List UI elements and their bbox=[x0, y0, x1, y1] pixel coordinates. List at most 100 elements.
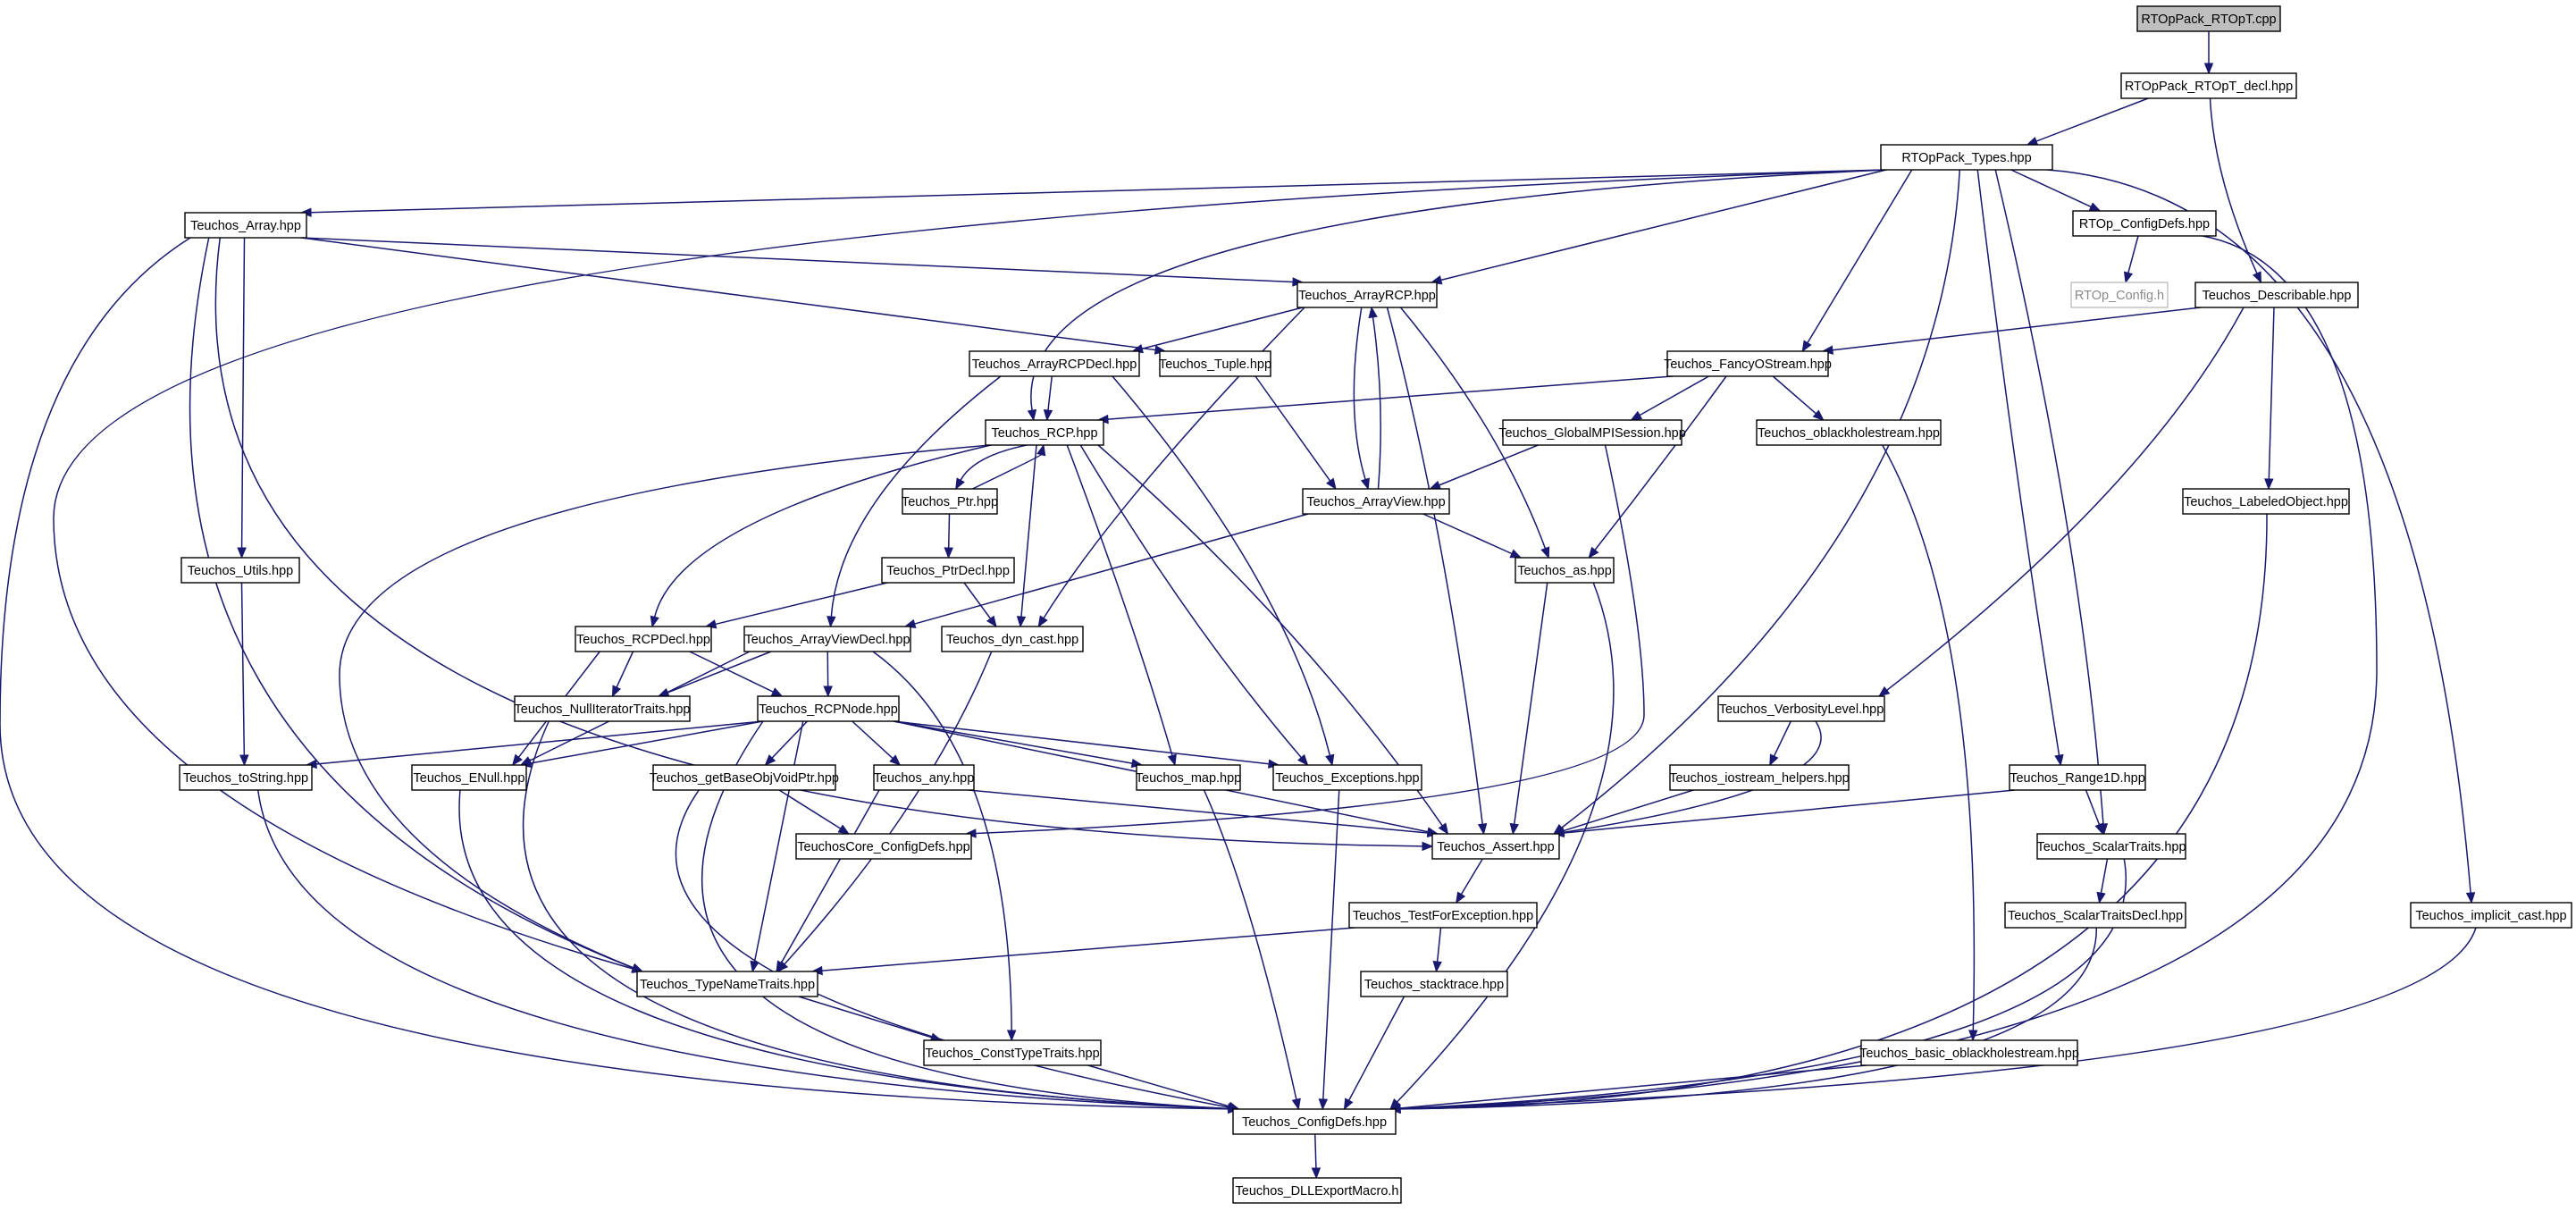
node-label: Teuchos_ScalarTraitsDecl.hpp bbox=[2008, 909, 2183, 923]
edge-line bbox=[1436, 927, 1442, 963]
dependency-edge bbox=[1389, 235, 2378, 1114]
arrowhead-icon bbox=[986, 615, 997, 628]
arrowhead-icon bbox=[2465, 892, 2476, 904]
file-node-rtop-configdefs[interactable]: RTOp_ConfigDefs.hpp bbox=[2072, 210, 2217, 237]
file-node-rcp[interactable]: Teuchos_RCP.hpp bbox=[985, 419, 1104, 446]
edge-line bbox=[963, 582, 992, 619]
file-node-basicoblack[interactable]: Teuchos_basic_oblackholestream.hpp bbox=[1859, 1039, 2079, 1066]
node-box bbox=[743, 626, 911, 652]
file-node-range1d[interactable]: Teuchos_Range1D.hpp bbox=[2009, 764, 2146, 791]
file-node-arrayviewdecl[interactable]: Teuchos_ArrayViewDecl.hpp bbox=[743, 626, 911, 652]
file-node-globalmpi[interactable]: Teuchos_GlobalMPISession.hpp bbox=[1498, 419, 1686, 446]
edge-line bbox=[1399, 858, 2127, 1110]
file-node-rtopt-cpp[interactable]: RTOpPack_RTOpT.cpp bbox=[2136, 5, 2281, 32]
edge-line bbox=[339, 444, 992, 969]
edge-line bbox=[1807, 169, 1913, 343]
file-node-getbaseobj[interactable]: Teuchos_getBaseObjVoidPtr.hpp bbox=[650, 764, 839, 791]
edge-line bbox=[530, 720, 764, 764]
dependency-edge bbox=[1552, 169, 1960, 835]
edge-line bbox=[1047, 375, 1053, 411]
edge-line bbox=[667, 651, 772, 694]
edge-line bbox=[1399, 307, 1547, 549]
arrowhead-icon bbox=[955, 477, 965, 491]
file-node-tostring[interactable]: Teuchos_toString.hpp bbox=[179, 764, 313, 791]
edge-line bbox=[715, 582, 888, 626]
node-box bbox=[652, 764, 836, 791]
file-node-assert[interactable]: Teuchos_Assert.hpp bbox=[1431, 833, 1560, 860]
file-node-consttype[interactable]: Teuchos_ConstTypeTraits.hpp bbox=[923, 1039, 1102, 1066]
file-node-rtop-config-h: RTOp_Config.h bbox=[2070, 282, 2169, 308]
edge-line bbox=[1399, 513, 2268, 1110]
node-label: Teuchos_Utils.hpp bbox=[188, 564, 294, 578]
arrowhead-icon bbox=[1291, 1097, 1301, 1111]
node-box bbox=[2070, 282, 2169, 308]
edge-line bbox=[300, 237, 1156, 351]
dependency-edge bbox=[1087, 1064, 1240, 1111]
file-node-dllexport[interactable]: Teuchos_DLLExportMacro.h bbox=[1232, 1177, 1402, 1204]
file-node-configdefs[interactable]: Teuchos_ConfigDefs.hpp bbox=[1232, 1108, 1397, 1135]
dependency-edge bbox=[704, 582, 888, 629]
file-node-types[interactable]: RTOpPack_Types.hpp bbox=[1880, 144, 2053, 171]
edge-line bbox=[1513, 582, 1548, 825]
node-box bbox=[923, 1039, 1102, 1066]
file-node-iostream[interactable]: Teuchos_iostream_helpers.hpp bbox=[1669, 764, 1850, 791]
arrowhead-icon bbox=[2264, 478, 2274, 491]
file-node-nulliter[interactable]: Teuchos_NullIteratorTraits.hpp bbox=[514, 695, 691, 722]
arrowhead-icon bbox=[2096, 891, 2106, 904]
arrowhead-icon bbox=[1037, 615, 1048, 628]
node-label: Teuchos_RCPDecl.hpp bbox=[576, 633, 710, 647]
node-box bbox=[902, 488, 998, 515]
dependency-edge bbox=[239, 582, 249, 767]
node-box bbox=[2004, 902, 2186, 929]
arrowhead-icon bbox=[1343, 1097, 1354, 1111]
edge-line bbox=[1347, 996, 1405, 1101]
node-label: Teuchos_RCPNode.hpp bbox=[759, 702, 898, 717]
arrowhead-icon bbox=[1318, 1098, 1329, 1111]
file-node-map[interactable]: Teuchos_map.hpp bbox=[1136, 764, 1242, 791]
file-node-stacktrace[interactable]: Teuchos_stacktrace.hpp bbox=[1360, 971, 1508, 997]
file-node-rtopt-decl[interactable]: RTOpPack_RTOpT_decl.hpp bbox=[2120, 72, 2297, 99]
file-node-rcpdecl[interactable]: Teuchos_RCPDecl.hpp bbox=[575, 626, 712, 652]
file-node-labeledobject[interactable]: Teuchos_LabeledObject.hpp bbox=[2182, 488, 2350, 515]
file-node-describable[interactable]: Teuchos_Describable.hpp bbox=[2194, 282, 2359, 308]
dependency-edge bbox=[776, 789, 880, 973]
dependency-edge bbox=[1389, 927, 2477, 1114]
edge-line bbox=[1594, 375, 1727, 551]
file-node-ptr[interactable]: Teuchos_Ptr.hpp bbox=[902, 488, 998, 515]
file-node-typename[interactable]: Teuchos_TypeNameTraits.hpp bbox=[636, 971, 818, 997]
file-node-utils[interactable]: Teuchos_Utils.hpp bbox=[180, 557, 300, 584]
arrowhead-icon bbox=[1509, 549, 1523, 559]
file-node-arrayrcp[interactable]: Teuchos_ArrayRCP.hpp bbox=[1296, 282, 1438, 308]
arrowhead-icon bbox=[1968, 1030, 1978, 1042]
node-label: Teuchos_GlobalMPISession.hpp bbox=[1498, 426, 1686, 441]
dependency-edge bbox=[1343, 996, 1405, 1111]
file-node-array[interactable]: Teuchos_Array.hpp bbox=[184, 212, 307, 239]
file-node-coreconfig[interactable]: TeuchosCore_ConfigDefs.hpp bbox=[795, 833, 972, 860]
dependency-edge bbox=[2010, 169, 2102, 212]
edge-line bbox=[947, 513, 951, 549]
file-node-testforexc[interactable]: Teuchos_TestForException.hpp bbox=[1348, 902, 1538, 929]
file-node-scalartraitsdecl[interactable]: Teuchos_ScalarTraitsDecl.hpp bbox=[2004, 902, 2186, 929]
arrowhead-icon bbox=[1812, 409, 1825, 421]
file-node-enull[interactable]: Teuchos_ENull.hpp bbox=[411, 764, 527, 791]
file-node-exceptions[interactable]: Teuchos_Exceptions.hpp bbox=[1272, 764, 1422, 791]
edge-line bbox=[830, 375, 1002, 618]
file-node-verbosity[interactable]: Teuchos_VerbosityLevel.hpp bbox=[1717, 695, 1885, 722]
edge-line bbox=[872, 651, 1012, 1031]
file-node-any[interactable]: Teuchos_any.hpp bbox=[873, 764, 975, 791]
file-node-implicitcast[interactable]: Teuchos_implicit_cast.hpp bbox=[2410, 902, 2572, 929]
file-node-as[interactable]: Teuchos_as.hpp bbox=[1515, 557, 1615, 584]
dependency-edge bbox=[1203, 789, 1301, 1111]
node-label: Teuchos_oblackholestream.hpp bbox=[1758, 426, 1940, 441]
node-label: Teuchos_Describable.hpp bbox=[2203, 289, 2352, 303]
file-node-dyncast[interactable]: Teuchos_dyn_cast.hpp bbox=[941, 626, 1084, 652]
file-node-tuple[interactable]: Teuchos_Tuple.hpp bbox=[1159, 350, 1271, 377]
file-node-scalartraits[interactable]: Teuchos_ScalarTraits.hpp bbox=[2036, 833, 2186, 860]
file-node-arrayrcpdecl[interactable]: Teuchos_ArrayRCPDecl.hpp bbox=[969, 350, 1140, 377]
file-node-fancyostream[interactable]: Teuchos_FancyOStream.hpp bbox=[1664, 350, 1832, 377]
file-node-rcpnode[interactable]: Teuchos_RCPNode.hpp bbox=[757, 695, 900, 722]
node-layer: RTOpPack_RTOpT.cppRTOpPack_RTOpT_decl.hp… bbox=[179, 5, 2572, 1204]
file-node-arrayview[interactable]: Teuchos_ArrayView.hpp bbox=[1302, 488, 1450, 515]
file-node-oblackhole[interactable]: Teuchos_oblackholestream.hpp bbox=[1756, 419, 1942, 446]
file-node-ptrdecl[interactable]: Teuchos_PtrDecl.hpp bbox=[881, 557, 1015, 584]
